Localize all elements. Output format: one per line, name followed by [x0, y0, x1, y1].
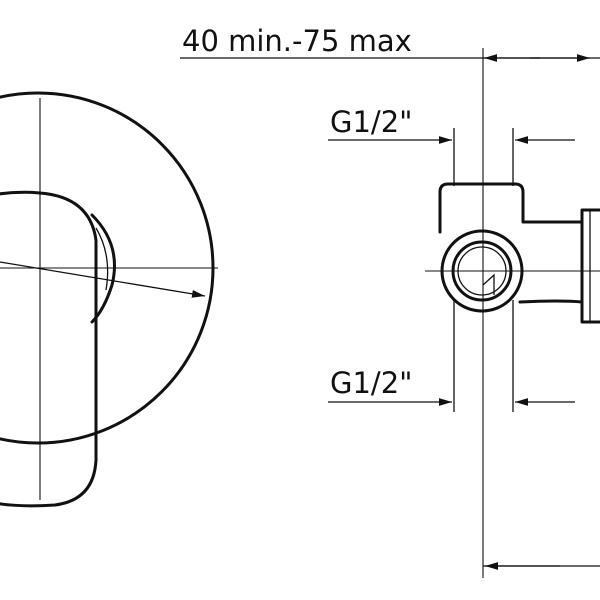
radius-dimension-line [0, 261, 206, 298]
valve-body [438, 182, 584, 304]
wall-flange [580, 208, 600, 324]
inlet-thread-label: G1/2" [330, 105, 412, 139]
handle-lever [0, 190, 98, 508]
outlet-thread-label: G1/2" [330, 366, 412, 400]
outlet-port-detail [482, 273, 495, 295]
handle-hub-detail [95, 227, 109, 291]
side-view: 40 min.-75 max G1/2" G1/2" [180, 24, 600, 578]
handle-hub [90, 213, 116, 324]
depth-dimension-label: 40 min.-75 max [182, 24, 412, 58]
front-view [0, 91, 218, 508]
